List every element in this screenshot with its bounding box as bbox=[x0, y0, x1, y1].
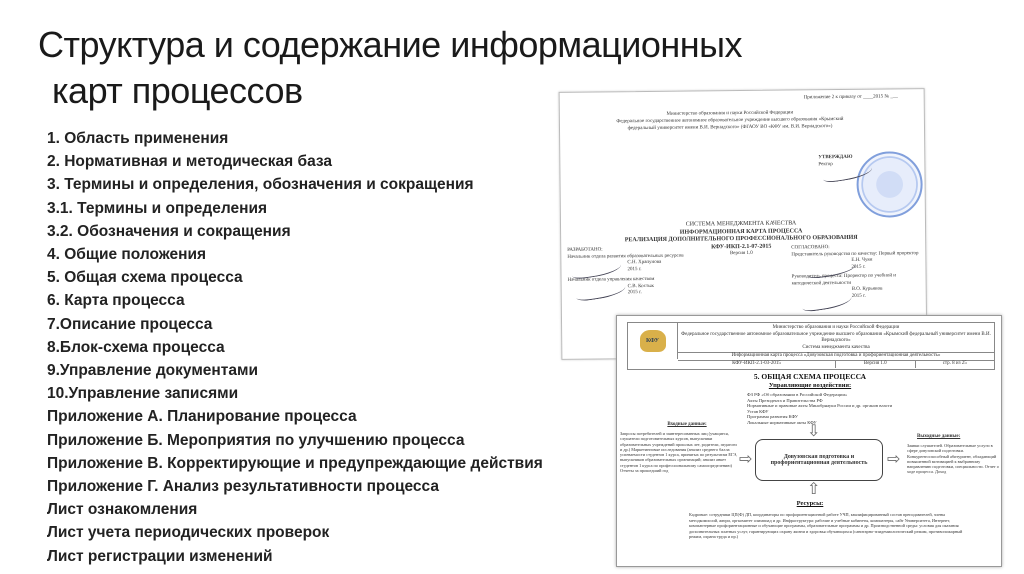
title-line-1: Структура и содержание информационных bbox=[38, 24, 743, 65]
resources-text: Кадровые: сотрудники ЦП(Ф) ДП, координат… bbox=[689, 512, 963, 540]
list-item: Приложение Г. Анализ результативности пр… bbox=[47, 478, 439, 496]
list-item: Лист учета периодических проверок bbox=[47, 524, 330, 542]
title-line-2: карт процессов bbox=[52, 70, 303, 111]
doc-rector: Ректор bbox=[818, 162, 833, 168]
list-item: 7.Описание процесса bbox=[47, 315, 213, 333]
list-item: 5. Общая схема процесса bbox=[47, 269, 243, 287]
arrow-up-icon: ⇧ bbox=[807, 481, 821, 498]
inputs-text: Запросы потребителей и заинтересованных … bbox=[620, 431, 738, 474]
document-process-scheme-image: КФУ Министерство образования и науки Рос… bbox=[616, 315, 1002, 567]
control-item: Локальные нормативные акты КФУ bbox=[747, 419, 817, 425]
slide-title: Структура и содержание информационных кар… bbox=[38, 22, 743, 114]
control-item: Акты Президента и Правительства РФ bbox=[747, 397, 823, 403]
control-item: Нормативные и правовые акты Минобрнауки … bbox=[747, 403, 893, 409]
structure-list: 1. Область применения 2. Нормативная и м… bbox=[47, 127, 543, 568]
control-item: Программа развития КФУ bbox=[747, 414, 798, 420]
doc-ministry: Министерство образования и науки Российс… bbox=[772, 325, 900, 330]
list-item: 8.Блок-схема процесса bbox=[47, 338, 225, 356]
list-item: 3.2. Обозначения и сокращения bbox=[47, 222, 291, 240]
list-item: Приложение Б. Мероприятия по улучшению п… bbox=[47, 431, 465, 449]
resources-label: Ресурсы: bbox=[796, 500, 824, 507]
process-box: Довузовская подготовка и профориентацион… bbox=[755, 439, 883, 481]
arrow-down-icon: ⇩ bbox=[807, 423, 821, 440]
university-logo: КФУ bbox=[628, 323, 678, 359]
control-item: ФЗ РФ «Об образовании в Российской Федер… bbox=[747, 392, 848, 397]
list-item: Лист ознакомления bbox=[47, 501, 198, 519]
list-item: 2. Нормативная и методическая база bbox=[47, 153, 333, 171]
list-item: 1. Область применения bbox=[47, 130, 229, 147]
outputs-text: Заявки слушателей. Образовательные услуг… bbox=[907, 443, 999, 475]
inputs-label: Входные данные: bbox=[667, 422, 707, 427]
list-item: 10.Управление записями bbox=[47, 385, 239, 403]
list-item: Лист регистрации изменений bbox=[47, 547, 273, 565]
doc-code: КФУ-ИКП-2.1-03-2015 bbox=[678, 361, 836, 368]
doc-approve: УТВЕРЖДАЮ bbox=[818, 154, 853, 161]
list-item: 4. Общие положения bbox=[47, 246, 207, 264]
arrow-right-icon: ⇨ bbox=[739, 451, 753, 468]
doc-header-table: КФУ Министерство образования и науки Рос… bbox=[627, 322, 995, 370]
list-item: 3.1. Термины и определения bbox=[47, 199, 268, 217]
doc-institution: Федеральное государственное автономное о… bbox=[616, 116, 844, 131]
outputs-label: Выходные данные: bbox=[917, 434, 961, 439]
control-label: Управляющие воздействия: bbox=[768, 382, 852, 389]
doc-version: Версия 1.0 bbox=[836, 361, 916, 368]
list-item: Приложение В. Корректирующие и предупреж… bbox=[47, 454, 543, 472]
doc-card-title: Информационная карта процесса «Довузовск… bbox=[678, 352, 994, 360]
list-item: 6. Карта процесса bbox=[47, 292, 185, 310]
list-item: 9.Управление документами bbox=[47, 362, 258, 380]
list-item: Приложение А. Планирование процесса bbox=[47, 408, 357, 426]
arrow-right-icon: ⇨ bbox=[887, 451, 901, 468]
doc-institution: Федеральное государственное автономное о… bbox=[681, 331, 991, 344]
doc-page: стр. 8 из 25 bbox=[942, 361, 967, 366]
control-item: Устав КФУ bbox=[747, 408, 769, 414]
doc-section-title: 5. ОБЩАЯ СХЕМА ПРОЦЕССА bbox=[753, 372, 867, 381]
doc-appendix: Приложение 2 к приказу от ____2015 № ___ bbox=[803, 94, 898, 101]
doc-system: Система менеджмента качества bbox=[802, 344, 870, 350]
list-item: 3. Термины и определения, обозначения и … bbox=[47, 176, 474, 194]
seal-stamp bbox=[856, 151, 923, 218]
